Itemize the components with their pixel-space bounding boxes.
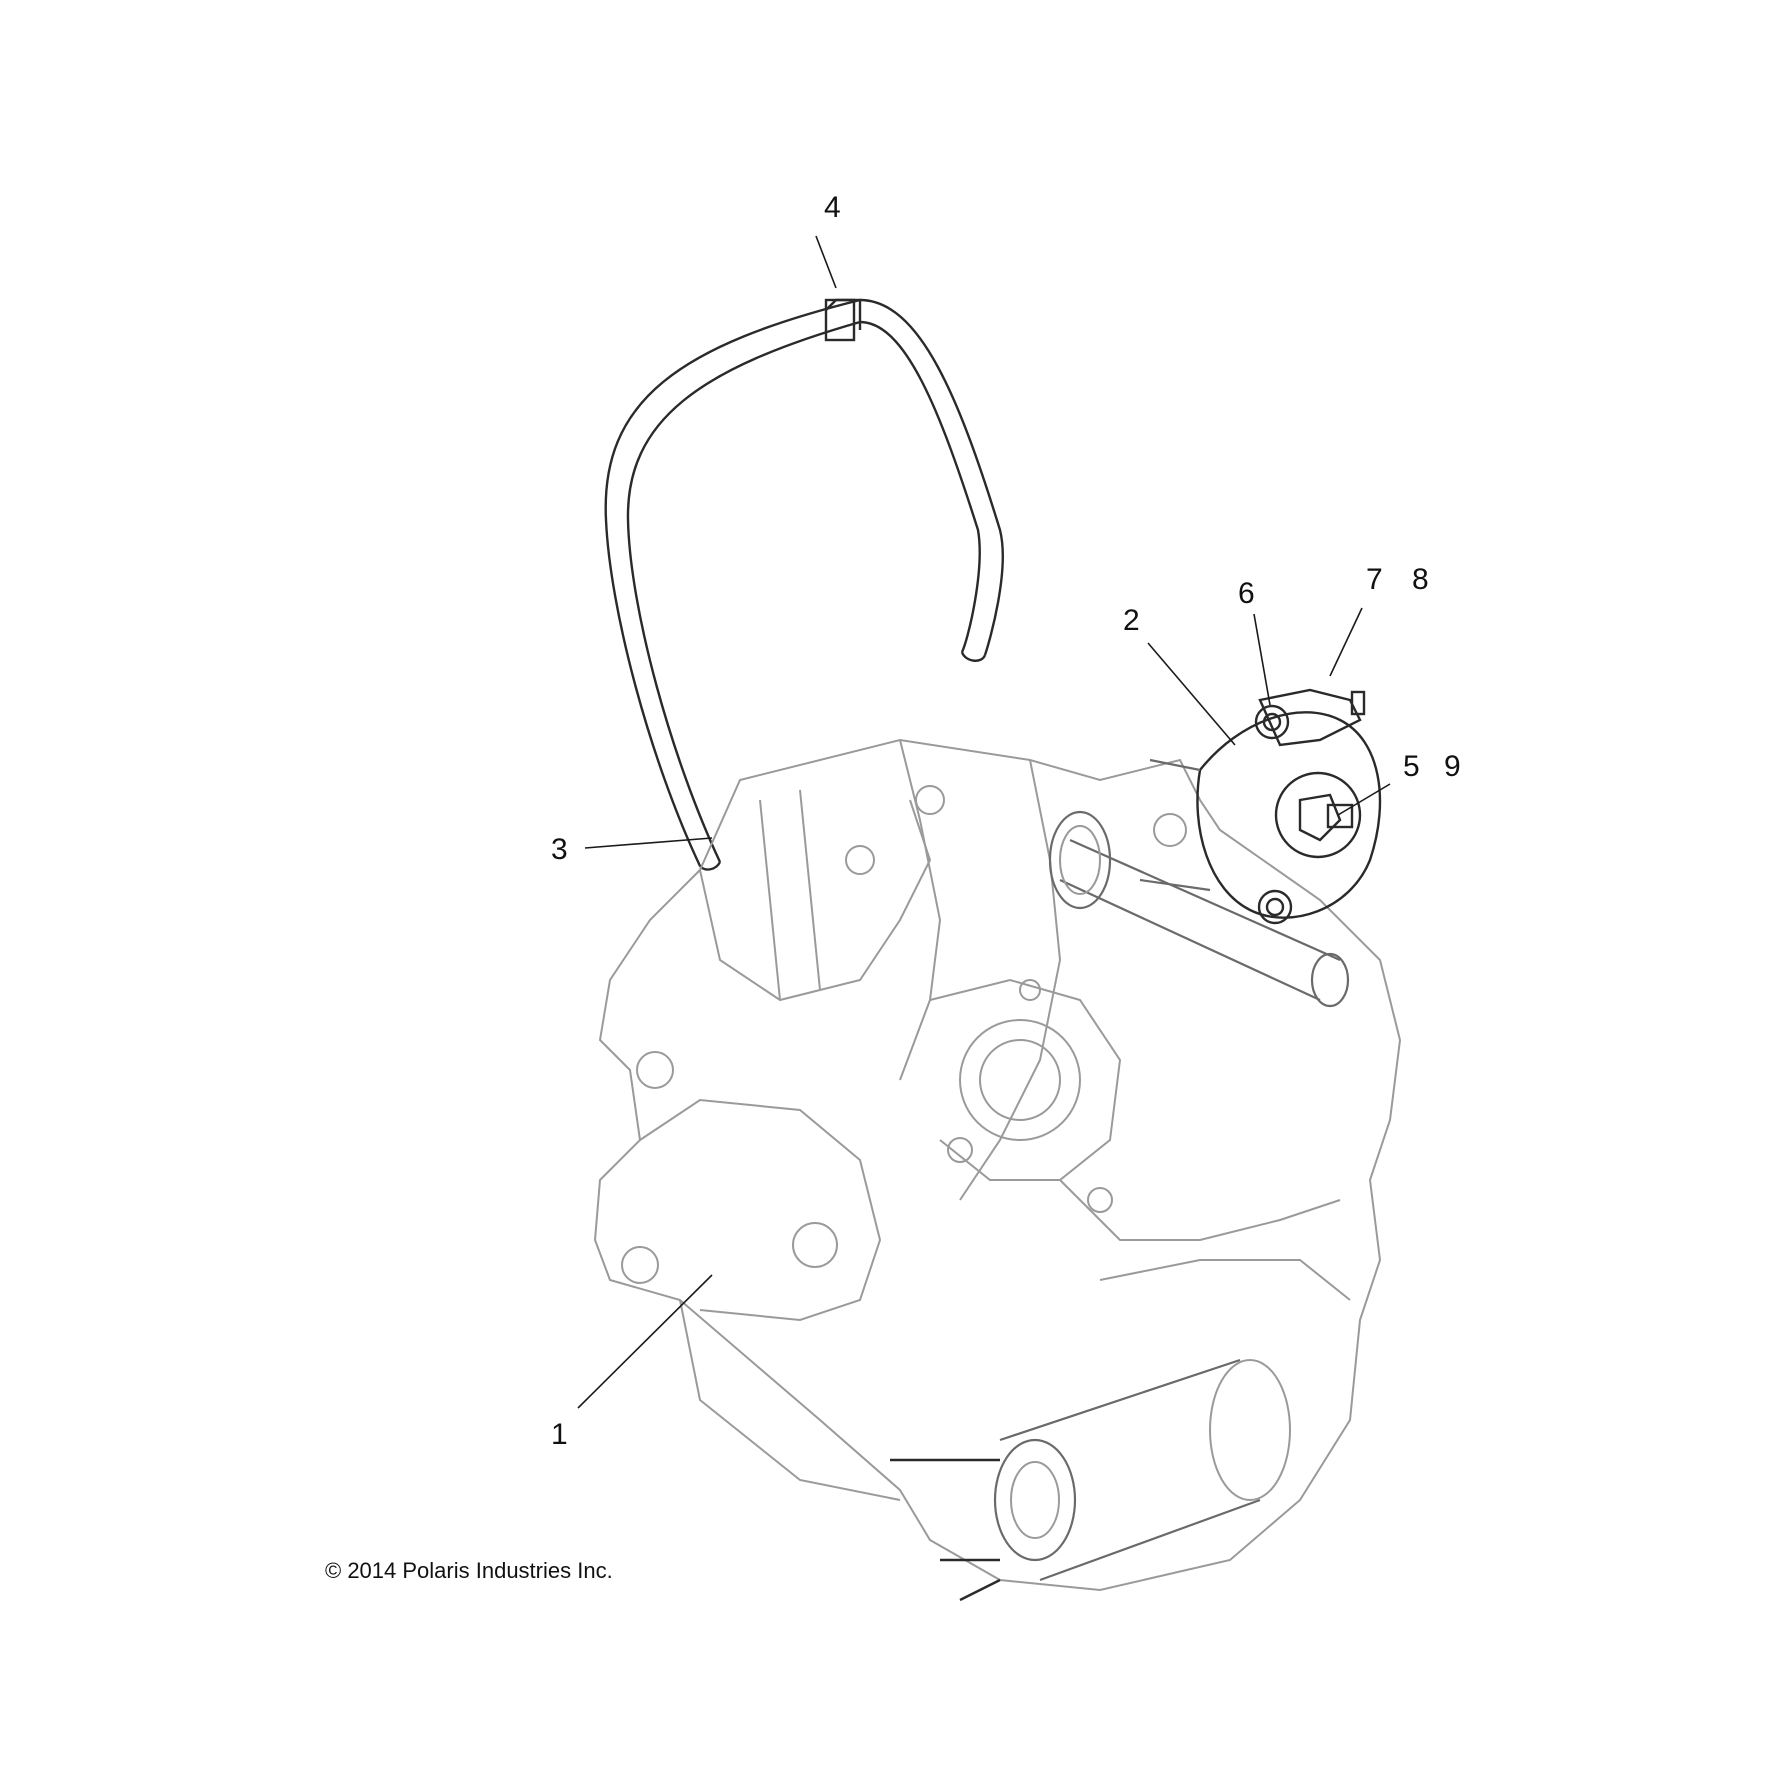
callout-8: 8 [1412, 563, 1429, 596]
callout-2: 2 [1123, 604, 1140, 637]
leader-5 [1337, 783, 1391, 816]
shift-switch-assembly [1139, 688, 1382, 925]
callout-5: 5 [1403, 750, 1420, 783]
copyright-notice: © 2014 Polaris Industries Inc. [325, 1558, 613, 1583]
leader-3 [584, 837, 713, 849]
transmission-housing [593, 738, 1402, 1592]
callout-6: 6 [1238, 577, 1255, 610]
leader-lines [577, 235, 1391, 1409]
callout-1: 1 [551, 1418, 568, 1451]
leader-6 [1253, 613, 1271, 706]
callout-7: 7 [1366, 563, 1383, 596]
leader-2 [1147, 642, 1236, 746]
hose-clamp-top [824, 298, 862, 342]
breather-hose [604, 298, 1004, 871]
leader-1 [577, 1274, 713, 1409]
output-shaft [1048, 810, 1350, 1008]
front-output-shaft [890, 1358, 1291, 1602]
leader-7 [1329, 607, 1363, 677]
callout-4: 4 [824, 191, 841, 224]
callout-3: 3 [551, 833, 568, 866]
callout-9: 9 [1444, 750, 1461, 783]
leader-4 [815, 235, 837, 289]
